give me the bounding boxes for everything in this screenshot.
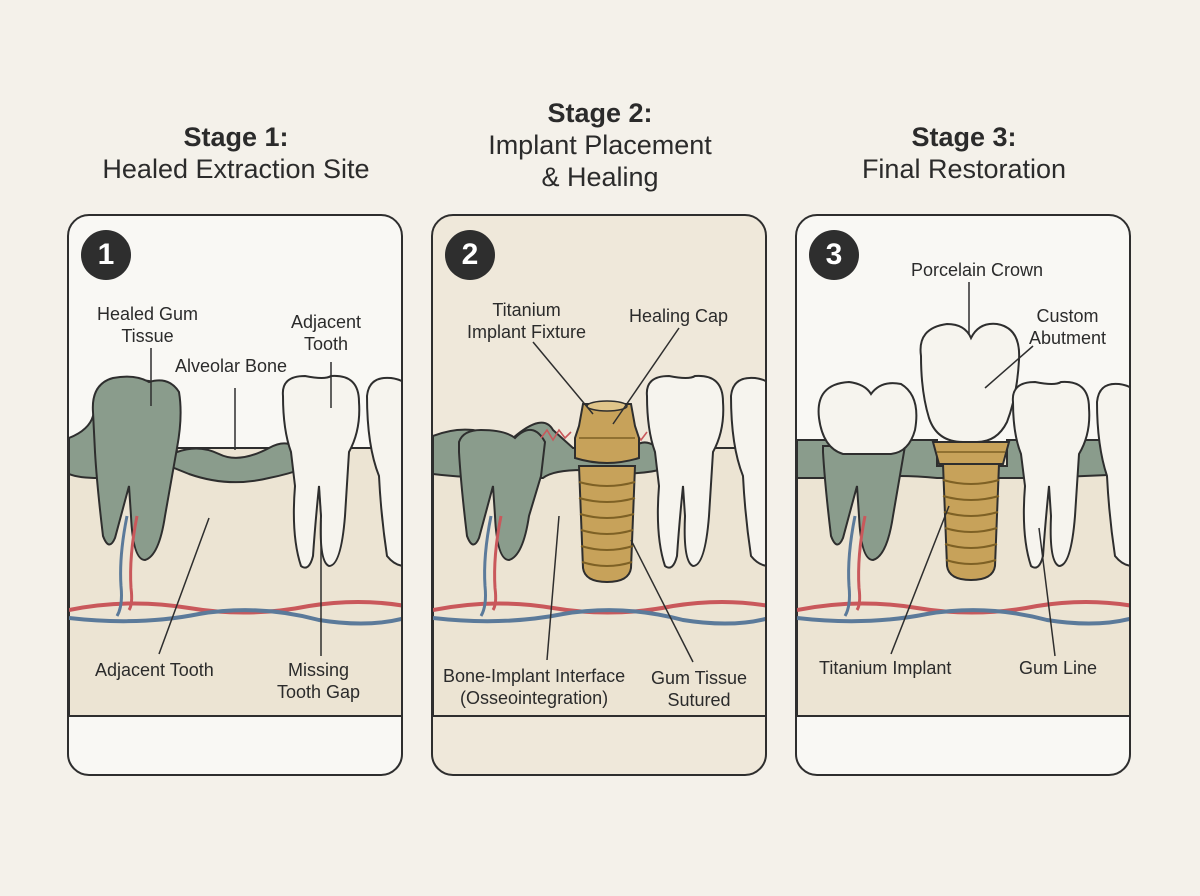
- left-crown-tooth: [817, 380, 918, 455]
- stage-3-badge: 3: [809, 230, 859, 280]
- far-right-tooth: [365, 376, 401, 567]
- label-custom-abutment: Custom Abutment: [1029, 306, 1107, 348]
- stage-2-panel: 2 Titanium Implant Fixture Healing Cap B…: [431, 214, 767, 776]
- label-missing-tooth-gap: Missing Tooth Gap: [277, 660, 361, 702]
- label-bone-implant-interface: Bone-Implant Interface (Osseointegration…: [443, 666, 626, 708]
- stage-2-subtitle: Implant Placement & Healing: [488, 129, 712, 192]
- label-healing-cap: Healing Cap: [629, 306, 729, 326]
- stage-1-title: Stage 1: Healed Extraction Site: [56, 122, 416, 186]
- adjacent-tooth-left: [458, 428, 547, 562]
- artery: [69, 600, 401, 615]
- implant-fixture: [577, 465, 637, 584]
- stage-3-title: Stage 3: Final Restoration: [784, 122, 1144, 186]
- label-alveolar-bone: Alveolar Bone: [175, 356, 288, 376]
- label-healed-gum-tissue: Healed Gum Tissue: [97, 304, 199, 346]
- far-right-tooth: [1095, 382, 1129, 567]
- artery: [797, 600, 1129, 615]
- root-vein: [115, 515, 129, 617]
- stage-2-heading: Stage 2:: [547, 98, 653, 128]
- titanium-implant: [941, 463, 1001, 582]
- label-porcelain-crown: Porcelain Crown: [911, 260, 1044, 280]
- vein: [433, 608, 765, 626]
- stage-2-illustration: [433, 327, 765, 717]
- adjacent-tooth-left: [822, 445, 907, 562]
- custom-abutment: [931, 441, 1011, 465]
- stage-2-badge: 2: [445, 230, 495, 280]
- label-gum-line: Gum Line: [1019, 658, 1098, 678]
- stage-1-badge: 1: [81, 230, 131, 280]
- stage-3-illustration: [797, 282, 1129, 717]
- stage-1-heading: Stage 1:: [183, 122, 289, 152]
- label-adjacent-tooth-top: Adjacent Tooth: [291, 312, 362, 354]
- adjacent-tooth-right: [281, 374, 361, 569]
- root-vein: [479, 515, 493, 617]
- adjacent-tooth-left: [91, 375, 182, 562]
- stage-3-panel: 3 Porcelain Crown Custom Abutment Titani…: [795, 214, 1131, 776]
- adjacent-tooth-right: [645, 374, 725, 569]
- label-titanium-implant: Titanium Implant: [819, 658, 952, 678]
- far-right-tooth: [729, 376, 765, 567]
- label-gum-tissue-sutured: Gum Tissue Sutured: [651, 668, 748, 710]
- stage-1-illustration: [69, 348, 401, 717]
- label-adjacent-tooth-bottom: Adjacent Tooth: [95, 660, 214, 680]
- artery: [433, 600, 765, 615]
- vein: [69, 608, 401, 626]
- root-artery: [127, 515, 139, 611]
- healing-cap: [574, 400, 640, 464]
- vein: [797, 608, 1129, 626]
- root-vein: [843, 515, 857, 617]
- stage-1-panel: 1 Healed Gum Tissue Alveolar Bone Adjace…: [67, 214, 403, 776]
- label-titanium-implant-fixture: Titanium Implant Fixture: [467, 300, 587, 342]
- root-artery: [855, 515, 867, 611]
- adjacent-tooth-right: [1011, 380, 1091, 569]
- stage-3-subtitle: Final Restoration: [861, 153, 1067, 184]
- porcelain-crown: [919, 322, 1021, 443]
- stage-3-heading: Stage 3:: [911, 122, 1017, 152]
- stage-2-title: Stage 2: Implant Placement & Healing: [420, 98, 780, 194]
- root-artery: [491, 515, 503, 611]
- stage-1-subtitle: Healed Extraction Site: [102, 153, 370, 184]
- suture-left: [540, 428, 572, 442]
